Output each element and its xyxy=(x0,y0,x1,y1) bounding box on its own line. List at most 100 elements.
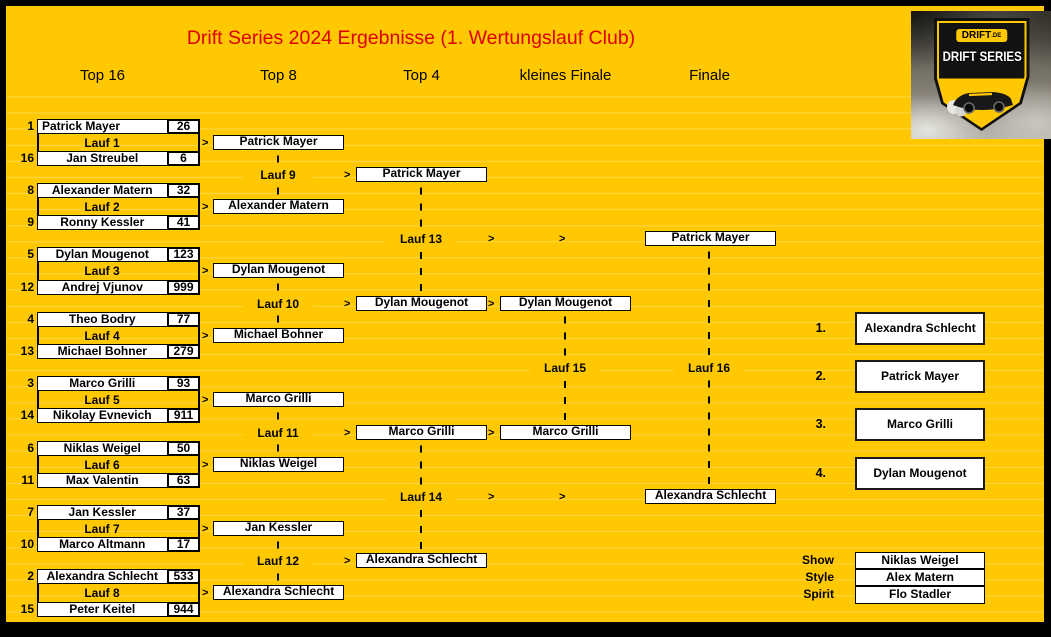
entrant-name: Ronny Kessler xyxy=(37,215,168,231)
seed-number: 1 xyxy=(27,118,34,133)
winner-box: Marco Grilli xyxy=(356,424,487,440)
advance-arrow: > xyxy=(202,201,209,213)
match-label: Lauf 2 xyxy=(84,200,120,214)
seed-number: 7 xyxy=(27,504,34,519)
winner-box: Michael Bohner xyxy=(213,327,344,343)
result-name: Marco Grilli xyxy=(855,408,985,442)
entrant-name: Marco Grilli xyxy=(37,376,168,392)
entrant-name: Theo Bodry xyxy=(37,311,168,327)
entrant-name: Jan Streubel xyxy=(37,150,168,166)
drift-de-text: DRIFT xyxy=(961,30,992,41)
seed-number: 2 xyxy=(27,569,34,584)
drift-de-wordmark: DRIFT.DE xyxy=(955,29,1008,42)
match-label: Lauf 5 xyxy=(84,393,120,408)
winner-box: Dylan Mougenot xyxy=(356,295,487,311)
advance-arrow: > xyxy=(488,426,495,439)
column-header-top4: Top 4 xyxy=(403,67,440,84)
match-band xyxy=(36,133,200,151)
kleines-finale-participant: Marco Grilli xyxy=(500,424,631,440)
award-label: Style xyxy=(805,570,834,584)
match-label: Lauf 7 xyxy=(84,522,120,536)
entrant-score: 533 xyxy=(167,569,200,585)
result-rank: 3. xyxy=(815,417,826,432)
drift-series-logo: DRIFT.DE DRIFT SERIES xyxy=(911,11,1051,139)
entrant-score: 123 xyxy=(167,247,200,263)
drift-series-wordmark: DRIFT SERIES xyxy=(942,48,1022,64)
winner-box: Patrick Mayer xyxy=(213,134,344,150)
seed-number: 10 xyxy=(20,537,34,552)
match-band xyxy=(36,197,200,216)
match-label: Lauf 4 xyxy=(84,328,120,343)
winner-box: Alexander Matern xyxy=(213,199,344,214)
entrant-score: 37 xyxy=(167,504,200,520)
page-title: Drift Series 2024 Ergebnisse (1. Wertung… xyxy=(186,27,636,49)
entrant-name: Niklas Weigel xyxy=(37,440,168,456)
entrant-score: 63 xyxy=(167,472,200,488)
entrant-name: Max Valentin xyxy=(37,472,168,488)
match-label: Lauf 1 xyxy=(84,135,120,150)
entrant-score: 50 xyxy=(167,440,200,456)
advance-arrow: > xyxy=(202,523,209,535)
award-label: Spirit xyxy=(803,587,834,601)
seed-number: 12 xyxy=(20,279,34,294)
match-label: Lauf 15 xyxy=(530,359,600,376)
match-label: Lauf 3 xyxy=(84,264,120,279)
column-header-top8: Top 8 xyxy=(260,67,297,84)
advance-arrow: > xyxy=(344,297,351,310)
column-header-kleines-finale: kleines Finale xyxy=(519,67,612,84)
result-rank: 2. xyxy=(815,369,826,383)
advance-arrow: > xyxy=(202,458,209,471)
entrant-score: 41 xyxy=(167,215,200,231)
entrant-score: 911 xyxy=(167,408,200,424)
entrant-name: Peter Keitel xyxy=(37,601,168,617)
advance-arrow: > xyxy=(559,233,566,246)
entrant-name: Nikolay Evnevich xyxy=(37,408,168,424)
entrant-score: 93 xyxy=(167,376,200,392)
advance-arrow: > xyxy=(202,136,209,149)
result-rank: 1. xyxy=(815,320,826,335)
entrant-score: 26 xyxy=(167,118,200,134)
entrant-score: 6 xyxy=(167,150,200,166)
entrant-name: Andrej Vjunov xyxy=(37,279,168,295)
advance-arrow: > xyxy=(488,233,495,246)
entrant-name: Michael Bohner xyxy=(37,343,168,359)
entrant-score: 77 xyxy=(167,311,200,327)
seed-number: 8 xyxy=(27,182,34,197)
column-header-top16: Top 16 xyxy=(79,67,126,84)
entrant-name: Alexander Matern xyxy=(37,182,168,198)
entrant-score: 999 xyxy=(167,279,200,295)
kleines-finale-participant: Dylan Mougenot xyxy=(500,295,631,311)
finale-participant: Alexandra Schlecht xyxy=(645,488,776,504)
result-rank: 4. xyxy=(815,465,826,480)
advance-arrow: > xyxy=(488,490,495,503)
column-header-finale: Finale xyxy=(689,67,730,84)
match-band xyxy=(36,584,200,602)
entrant-score: 279 xyxy=(167,343,200,359)
advance-arrow: > xyxy=(202,329,209,342)
seed-number: 3 xyxy=(27,376,34,391)
match-label: Lauf 14 xyxy=(386,488,456,505)
seed-number: 11 xyxy=(21,472,34,487)
finale-participant: Patrick Mayer xyxy=(645,231,776,247)
match-band xyxy=(36,519,200,538)
award-name: Flo Stadler xyxy=(855,585,985,604)
winner-box: Dylan Mougenot xyxy=(213,263,344,279)
drift-de-tld: .DE xyxy=(991,33,1002,39)
result-name: Dylan Mougenot xyxy=(855,456,985,490)
match-label: Lauf 6 xyxy=(84,457,120,472)
seed-number: 15 xyxy=(20,601,34,616)
winner-box: Marco Grilli xyxy=(213,392,344,408)
bracket-sheet: Drift Series 2024 Ergebnisse (1. Wertung… xyxy=(6,6,1051,622)
result-name: Patrick Mayer xyxy=(855,360,985,393)
seed-number: 5 xyxy=(27,247,34,262)
match-band xyxy=(36,455,200,473)
entrant-name: Jan Kessler xyxy=(37,504,168,520)
advance-arrow: > xyxy=(559,490,566,503)
winner-box: Alexandra Schlecht xyxy=(213,585,344,601)
drift-series-badge: DRIFT.DE DRIFT SERIES xyxy=(933,18,1030,131)
entrant-score: 944 xyxy=(167,601,200,617)
match-label: Lauf 10 xyxy=(243,295,313,312)
seed-number: 4 xyxy=(27,311,34,326)
advance-arrow: > xyxy=(202,394,209,407)
